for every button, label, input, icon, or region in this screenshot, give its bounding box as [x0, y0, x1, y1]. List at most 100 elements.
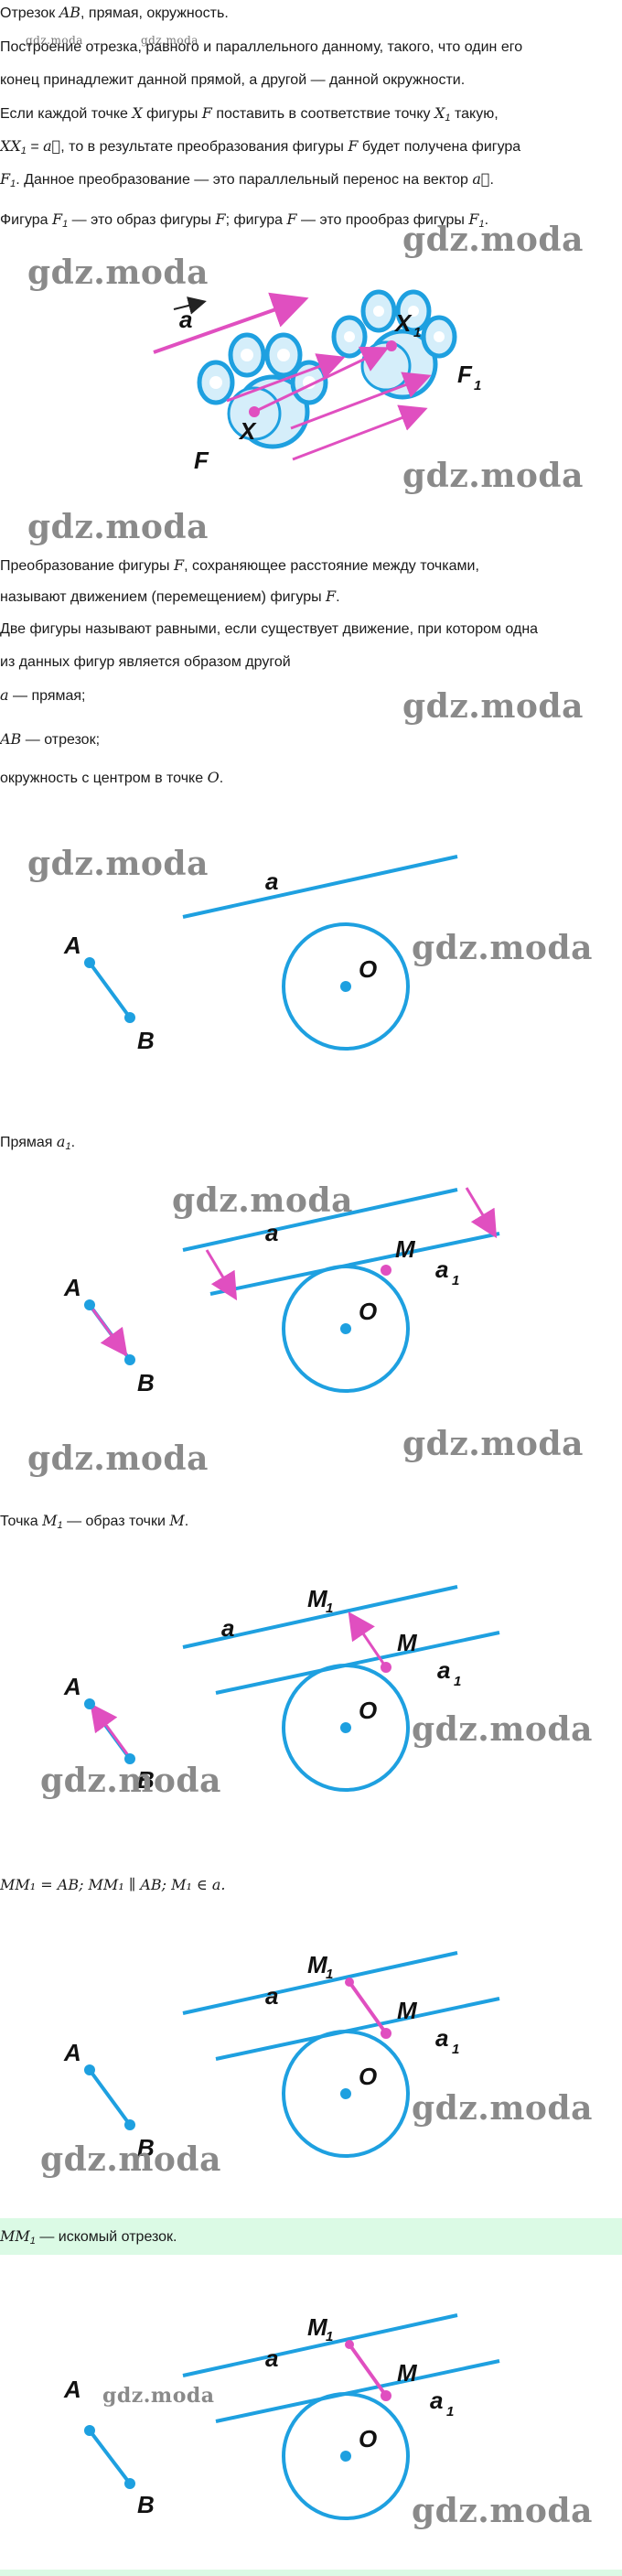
text-line-13: AB — отрезок; — [0, 730, 101, 748]
watermark: gdz.moda — [412, 2089, 593, 2128]
watermark: gdz.moda — [402, 687, 584, 726]
point-M1-subscript: 1 — [326, 1601, 333, 1616]
line-a — [182, 1188, 458, 1252]
center-O — [340, 981, 351, 992]
point-M-label: M — [397, 1629, 418, 1656]
line-a — [182, 2313, 458, 2377]
figure-given: a O A B — [63, 855, 458, 1054]
watermark: gdz.moda — [27, 253, 209, 292]
watermark: gdz.moda — [402, 221, 584, 259]
point-B — [124, 2478, 135, 2489]
point-X-label: X — [238, 417, 257, 445]
point-M1-label: M — [307, 1585, 328, 1612]
point-M1 — [345, 2340, 354, 2349]
point-M-label: M — [397, 1997, 418, 2024]
center-O — [340, 1323, 351, 1334]
segment-MM1 — [348, 2343, 388, 2398]
text-line-17: MM₁ = AB; MM₁ ∥ AB; M₁ ∈ a. — [0, 1876, 226, 1893]
line-a1-subscript: 1 — [452, 2042, 459, 2057]
watermark: gdz.moda — [102, 2384, 215, 2408]
text-line-4: Если каждой точке X фигуры F поставить в… — [0, 104, 499, 124]
point-A — [84, 2425, 95, 2436]
line-a1-subscript: 1 — [454, 1674, 461, 1689]
circle-O — [282, 2030, 410, 2158]
text-line-7: Фигура F1 — это образ фигуры F; фигура F… — [0, 210, 489, 230]
figure-F1-subscript: 1 — [474, 378, 481, 393]
line-a-label: a — [265, 1982, 278, 2010]
point-X1-subscript: 1 — [413, 325, 421, 340]
point-B-label: B — [137, 1369, 155, 1396]
center-O — [340, 2451, 351, 2462]
point-A-label: A — [63, 2039, 81, 2066]
text-line-5: XX1 = a⃗, то в результате преобразования… — [0, 137, 521, 156]
point-M — [381, 1265, 391, 1276]
watermark: gdz.moda — [27, 845, 209, 883]
line-a1 — [215, 1997, 500, 2061]
point-O-label: O — [359, 1697, 377, 1724]
watermark: gdz.moda — [412, 2492, 593, 2530]
figure-F1-label: F — [457, 361, 473, 388]
point-A — [84, 957, 95, 968]
circle-O — [282, 922, 410, 1051]
point-A-label: A — [63, 932, 81, 959]
text-line-18: MM1 — искомый отрезок. — [0, 2227, 177, 2247]
segment-AB — [88, 961, 132, 1019]
watermark: gdz.moda — [402, 1425, 584, 1463]
watermark: gdz.moda — [27, 508, 209, 546]
segment-MM1 — [348, 1980, 388, 2035]
line-a — [182, 1585, 458, 1649]
point-M1-subscript: 1 — [326, 2329, 333, 2344]
circle-O — [282, 2392, 410, 2520]
figure-F-label: F — [194, 447, 209, 474]
watermark: gdz.moda — [412, 1710, 593, 1749]
text-line-2: Построение отрезка, равного и параллельн… — [0, 39, 523, 55]
text-line-6: F1. Данное преобразование — это параллел… — [0, 170, 494, 189]
point-M — [381, 1662, 391, 1673]
text-line-14: окружность с центром в точке O. — [0, 769, 224, 786]
watermark: gdz.moda — [412, 929, 593, 967]
line-a-label: a — [265, 2344, 278, 2372]
text-line-15: Прямая a1. — [0, 1133, 76, 1152]
line-a1-label: a — [435, 2024, 448, 2052]
point-A — [84, 1698, 95, 1709]
point-A-label: A — [63, 1274, 81, 1301]
line-a1-subscript: 1 — [452, 1273, 459, 1288]
point-B-label: B — [137, 2491, 155, 2518]
point-B — [124, 1354, 135, 1365]
point-B — [124, 1012, 135, 1023]
point-B-label: B — [137, 1766, 155, 1794]
line-a1 — [209, 1232, 500, 1296]
center-O — [340, 2088, 351, 2099]
point-A-label: A — [63, 2376, 81, 2403]
point-A — [84, 2064, 95, 2075]
watermark: gdz.moda — [40, 2140, 221, 2179]
line-a1 — [215, 1631, 500, 1695]
line-a-label: a — [265, 868, 278, 895]
line-a — [182, 855, 458, 919]
text-line-11: из данных фигур является образом другой — [0, 654, 291, 670]
point-M — [381, 2390, 391, 2401]
figure-line-a1: a a 1 O M A B — [63, 1187, 500, 1396]
point-X1-label: X — [393, 309, 413, 337]
text-line-1: Отрезок AB, прямая, окружность. — [0, 4, 229, 21]
point-M1-subscript: 1 — [326, 1967, 333, 1982]
segment-AB — [88, 2068, 132, 2127]
point-B — [124, 2119, 135, 2130]
point-A-label: A — [63, 1673, 81, 1700]
text-line-3: конец принадлежит данной прямой, а друго… — [0, 72, 466, 88]
line-a1-label: a — [435, 1256, 448, 1283]
center-O — [340, 1722, 351, 1733]
circle-O — [282, 1265, 410, 1393]
point-M1 — [345, 1978, 354, 1987]
point-M-label: M — [397, 2359, 418, 2387]
line-a1 — [215, 2359, 500, 2423]
line-a-label: a — [265, 1219, 278, 1246]
point-A — [84, 1299, 95, 1310]
figure-segment-MM1: a a 1 O M M 1 A B — [63, 1951, 500, 2161]
text-line-9: называют движением (перемещением) фигуры… — [0, 587, 340, 605]
point-B — [124, 1753, 135, 1764]
line-a1-subscript: 1 — [446, 2404, 454, 2420]
point-M — [381, 2028, 391, 2039]
watermark: gdz.moda — [172, 1181, 353, 1220]
point-O-label: O — [359, 2063, 377, 2090]
